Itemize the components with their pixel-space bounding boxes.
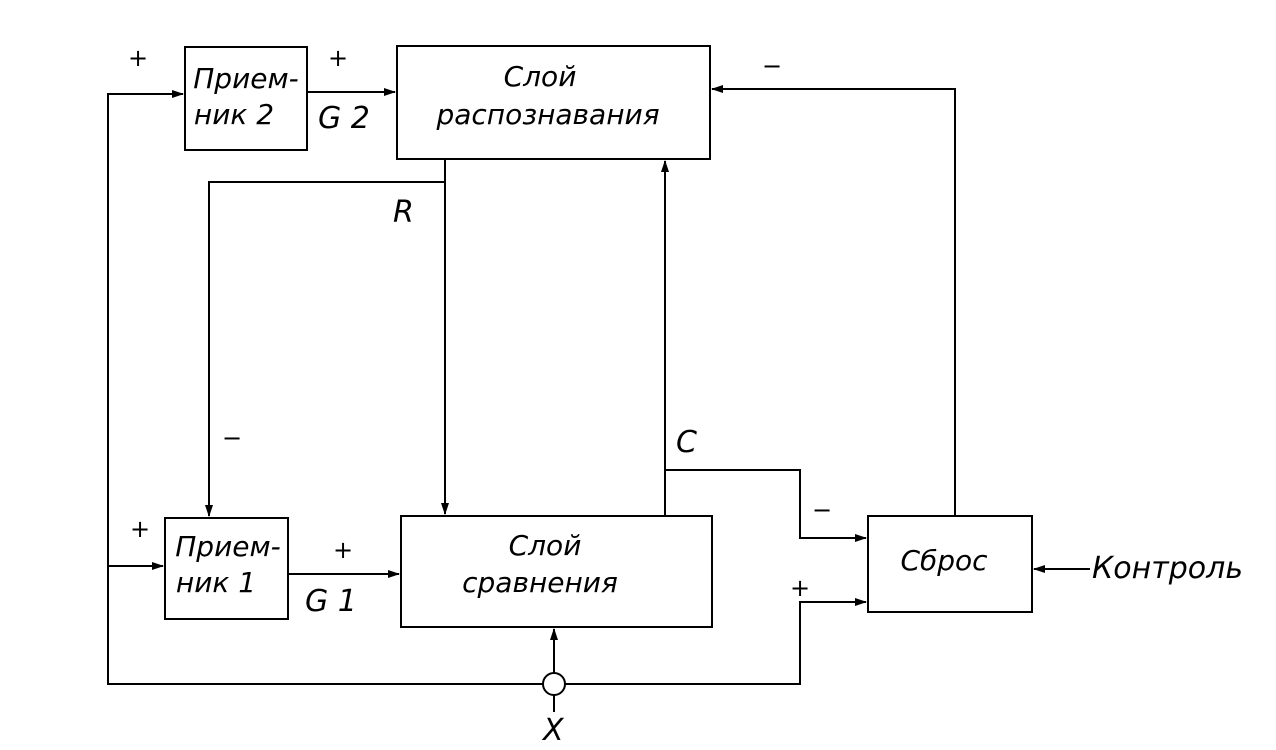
label-g1: G 1 [305, 584, 357, 619]
sign-plus-bus-receiver-1: + [130, 515, 150, 543]
label-r: R [393, 195, 414, 230]
sign-plus-bus-receiver-2: + [128, 44, 148, 72]
wire-r-to-receiver-1 [205, 181, 445, 517]
reset-label: Сброс [900, 544, 988, 577]
label-x: X [541, 713, 565, 748]
receiver-2-line2: ник 2 [194, 98, 274, 131]
wire-reset-to-recognition [711, 85, 956, 516]
comparison-line1: Слой [509, 529, 582, 562]
receiver-1-line1: Прием- [175, 530, 280, 563]
comparison-line2: сравнения [462, 566, 618, 599]
block-recognition-layer: Слой распознавания [396, 45, 711, 160]
label-g2: G 2 [318, 101, 370, 136]
label-c: C [676, 425, 697, 460]
sign-plus-x-reset: + [790, 574, 810, 602]
sign-plus-g1: + [333, 536, 353, 564]
wire-x-left-bus [107, 93, 543, 685]
block-comparison-layer: Слой сравнения [400, 515, 713, 628]
label-control: Контроль [1092, 551, 1243, 586]
receiver-2-line1: Прием- [193, 62, 298, 95]
recognition-line2: распознавания [435, 98, 659, 131]
wire-c-to-reset [665, 469, 867, 542]
sign-minus-r-receiver-1: − [222, 424, 242, 452]
sign-minus-c-reset: − [812, 496, 832, 524]
recognition-line1: Слой [504, 60, 577, 93]
input-node-x [542, 672, 566, 696]
wire-x-to-reset [565, 598, 867, 685]
sign-plus-g2: + [328, 44, 348, 72]
receiver-1-line2: ник 1 [176, 566, 256, 599]
block-receiver-1: Прием- ник 1 [164, 517, 289, 620]
block-reset: Сброс [867, 515, 1033, 613]
sign-minus-reset-recognition: − [762, 52, 782, 80]
block-receiver-2: Прием- ник 2 [184, 46, 308, 151]
